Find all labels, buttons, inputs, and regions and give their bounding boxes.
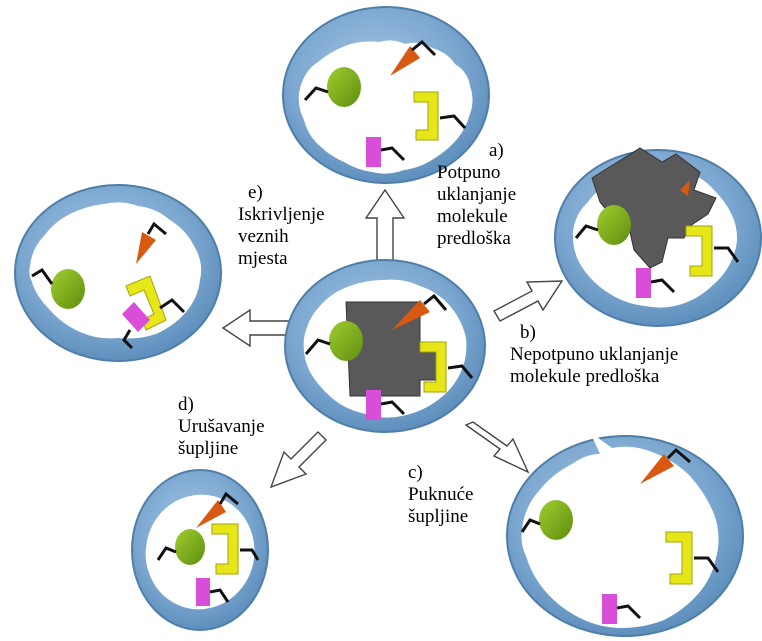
magenta-block-icon xyxy=(196,578,210,606)
green-ellipse-tether xyxy=(31,268,54,285)
label-e-letter: e) xyxy=(248,182,263,203)
yellow-bracket-tether xyxy=(714,246,740,263)
label-c-line-1: Puknuće xyxy=(408,484,474,505)
magenta-block-icon xyxy=(636,268,651,298)
green-ellipse-icon xyxy=(597,205,631,245)
arrow-to-d xyxy=(269,431,327,489)
label-b-letter: b) xyxy=(520,322,536,343)
label-a-letter: a) xyxy=(489,140,504,161)
green-ellipse-icon xyxy=(175,529,205,565)
green-ellipse-tether xyxy=(304,338,331,355)
orange-cone-icon xyxy=(680,180,690,196)
arrow-to-c xyxy=(464,421,530,474)
polymer-particle-b xyxy=(554,147,762,327)
magenta-block-tether xyxy=(209,588,230,603)
yellow-bracket-tether xyxy=(159,298,186,314)
yellow-bracket-tether xyxy=(694,556,720,573)
yellow-bracket-icon xyxy=(211,523,239,575)
yellow-bracket-tether xyxy=(439,114,467,130)
label-a-line-2: uklanjanje xyxy=(437,184,517,205)
arrow-to-b xyxy=(493,280,564,322)
orange-cone-icon xyxy=(640,454,674,484)
label-e-line-2: veznih xyxy=(238,226,289,247)
label-b-line-1: Nepotpuno uklanjanje xyxy=(510,344,679,365)
label-c-line-2: šupljine xyxy=(408,506,469,527)
green-ellipse-icon xyxy=(327,67,361,107)
orange-cone-tether xyxy=(423,293,448,311)
orange-cone-tether xyxy=(218,491,239,506)
magenta-block-icon xyxy=(366,137,381,167)
green-ellipse-tether xyxy=(303,86,329,102)
green-ellipse-icon xyxy=(329,321,363,361)
magenta-block-tether xyxy=(380,400,406,416)
label-c: c) Puknuće šupljine xyxy=(408,462,473,528)
orange-cone-icon xyxy=(196,500,226,528)
polymer-particle-a xyxy=(282,6,490,184)
green-ellipse-tether xyxy=(520,518,541,533)
magenta-block-tether xyxy=(616,604,642,620)
label-d-line-1: Urušavanje xyxy=(178,416,265,437)
polymer-particle-c xyxy=(506,432,744,637)
magenta-block-icon xyxy=(602,594,617,624)
magenta-block-tether xyxy=(650,278,676,294)
green-ellipse-tether xyxy=(574,224,599,239)
yellow-bracket-tether xyxy=(447,364,474,379)
polymer-particle-center xyxy=(284,259,486,433)
yellow-bracket-icon xyxy=(685,225,713,277)
label-e-line-1: Iskrivljenje xyxy=(238,204,325,225)
label-d-line-2: šupljine xyxy=(178,438,239,459)
orange-cone-tether xyxy=(666,447,691,464)
label-e-line-3: mjesta xyxy=(238,248,288,269)
magenta-block-tether xyxy=(122,329,134,350)
yellow-bracket-icon xyxy=(665,531,693,585)
label-e: e) Iskrivljenje veznih mjesta xyxy=(238,182,325,270)
orange-cone-tether xyxy=(411,39,437,57)
magenta-block-tether xyxy=(380,146,406,162)
yellow-bracket-icon xyxy=(419,341,447,393)
label-c-letter: c) xyxy=(408,462,423,483)
label-d: d) Urušavanje šupljine xyxy=(178,394,265,460)
magenta-block-icon xyxy=(122,302,150,332)
green-ellipse-tether xyxy=(156,546,177,561)
orange-cone-icon xyxy=(136,232,156,264)
polymer-particle-e xyxy=(14,184,222,362)
green-ellipse-icon xyxy=(51,269,85,309)
polymer-particle-d xyxy=(131,469,269,631)
green-ellipse-icon xyxy=(539,500,573,540)
orange-cone-icon xyxy=(392,300,430,330)
label-a-line-3: molekule xyxy=(437,206,508,227)
label-b-line-2: molekule predloška xyxy=(510,366,660,387)
label-a-line-4: predloška xyxy=(437,228,511,249)
magenta-block-icon xyxy=(366,390,381,420)
orange-cone-tether xyxy=(146,221,167,236)
yellow-bracket-tether xyxy=(240,548,260,561)
label-a: a) Potpuno uklanjanje molekule predloška xyxy=(437,140,516,250)
yellow-bracket-icon xyxy=(413,91,439,141)
label-d-letter: d) xyxy=(178,394,194,415)
arrow-to-a xyxy=(364,188,406,269)
label-a-line-1: Potpuno xyxy=(437,162,501,183)
orange-cone-icon xyxy=(390,46,420,76)
label-b: b) Nepotpuno uklanjanje molekule predloš… xyxy=(510,322,678,388)
